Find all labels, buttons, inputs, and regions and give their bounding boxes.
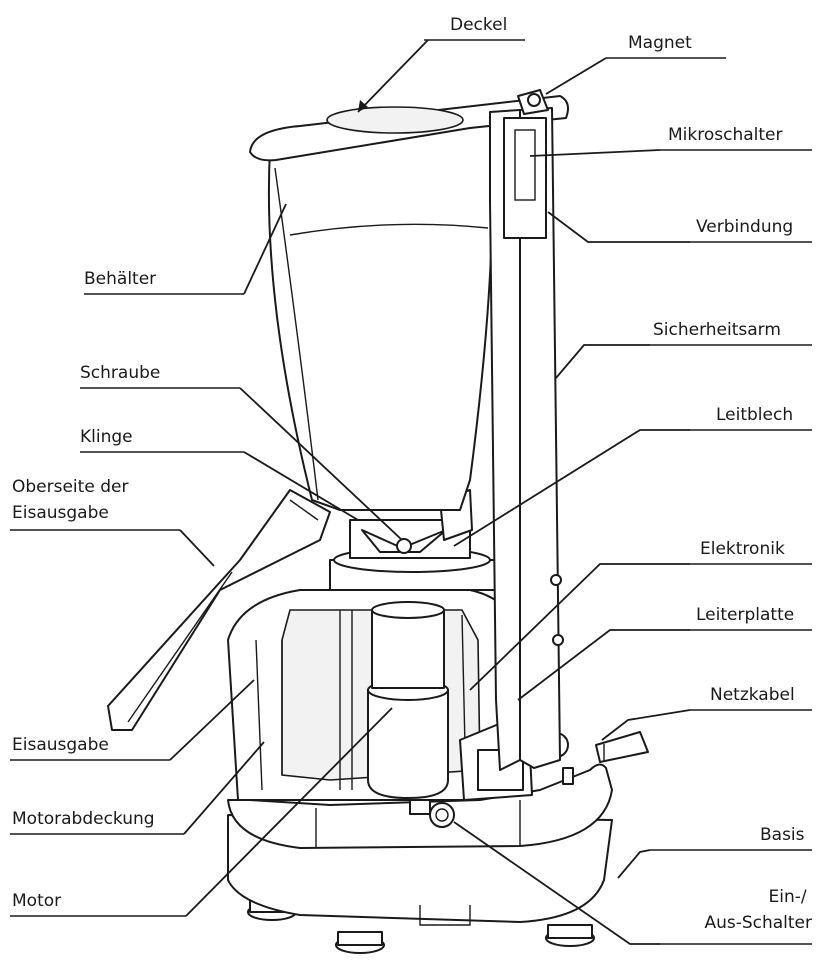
label-klinge: Klinge — [80, 427, 133, 447]
label-motorabdeckung: Motorabdeckung — [12, 809, 155, 829]
jar — [267, 119, 494, 511]
labels: Deckel Magnet Mikroschalter Verbindung B… — [12, 15, 812, 933]
label-behaelter: Behälter — [84, 269, 156, 289]
lid — [249, 95, 569, 162]
label-deckel: Deckel — [450, 15, 507, 35]
leader-behaelter — [84, 203, 287, 295]
label-oberseite-eisausgabe: Oberseite der Eisausgabe — [12, 477, 134, 523]
label-motor: Motor — [12, 891, 61, 911]
leader-sicherheitsarm — [555, 344, 812, 379]
leader-mikroschalter — [529, 149, 812, 157]
label-elektronik: Elektronik — [700, 539, 785, 559]
label-verbindung: Verbindung — [696, 217, 793, 237]
leader-oberseite — [10, 529, 215, 567]
switch — [409, 799, 455, 828]
label-oberseite-line-2: Eisausgabe — [12, 503, 109, 523]
label-leiterplatte: Leiterplatte — [696, 605, 794, 625]
leader-deckel — [357, 39, 525, 113]
leader-leiterplatte — [517, 629, 812, 701]
leader-schraube — [80, 387, 403, 541]
label-sicherheitsarm: Sicherheitsarm — [653, 320, 781, 340]
label-basis: Basis — [760, 825, 805, 845]
label-oberseite-line-1: Oberseite der — [12, 477, 128, 497]
label-schraube: Schraube — [80, 363, 160, 383]
label-ein-aus-line-1: Ein-/ — [768, 887, 806, 907]
leader-klinge — [80, 451, 359, 521]
label-leitblech: Leitblech — [716, 405, 793, 425]
leader-basis — [617, 849, 812, 879]
blender-illustration — [107, 89, 649, 954]
label-mikroschalter: Mikroschalter — [668, 125, 782, 145]
label-eisausgabe: Eisausgabe — [12, 735, 109, 755]
label-magnet: Magnet — [628, 33, 692, 53]
leader-elektronik — [469, 563, 812, 691]
label-ein-aus-schalter: Ein-/ Aus-Schalter — [704, 887, 812, 933]
leader-verbindung — [547, 211, 812, 243]
leader-lines — [10, 39, 812, 945]
leader-eisausgabe — [10, 679, 255, 761]
ice-spout — [107, 489, 331, 731]
leader-leitblech — [453, 429, 812, 547]
power-cord — [595, 731, 649, 763]
leader-motorabdeckung — [10, 741, 265, 835]
safety-arm — [489, 89, 564, 771]
leader-netzkabel — [601, 709, 812, 741]
label-netzkabel: Netzkabel — [710, 685, 795, 705]
leader-ein-aus — [453, 821, 812, 945]
label-ein-aus-line-2: Aus-Schalter — [704, 913, 812, 933]
leader-magnet — [545, 57, 726, 95]
leader-motor — [10, 707, 393, 917]
